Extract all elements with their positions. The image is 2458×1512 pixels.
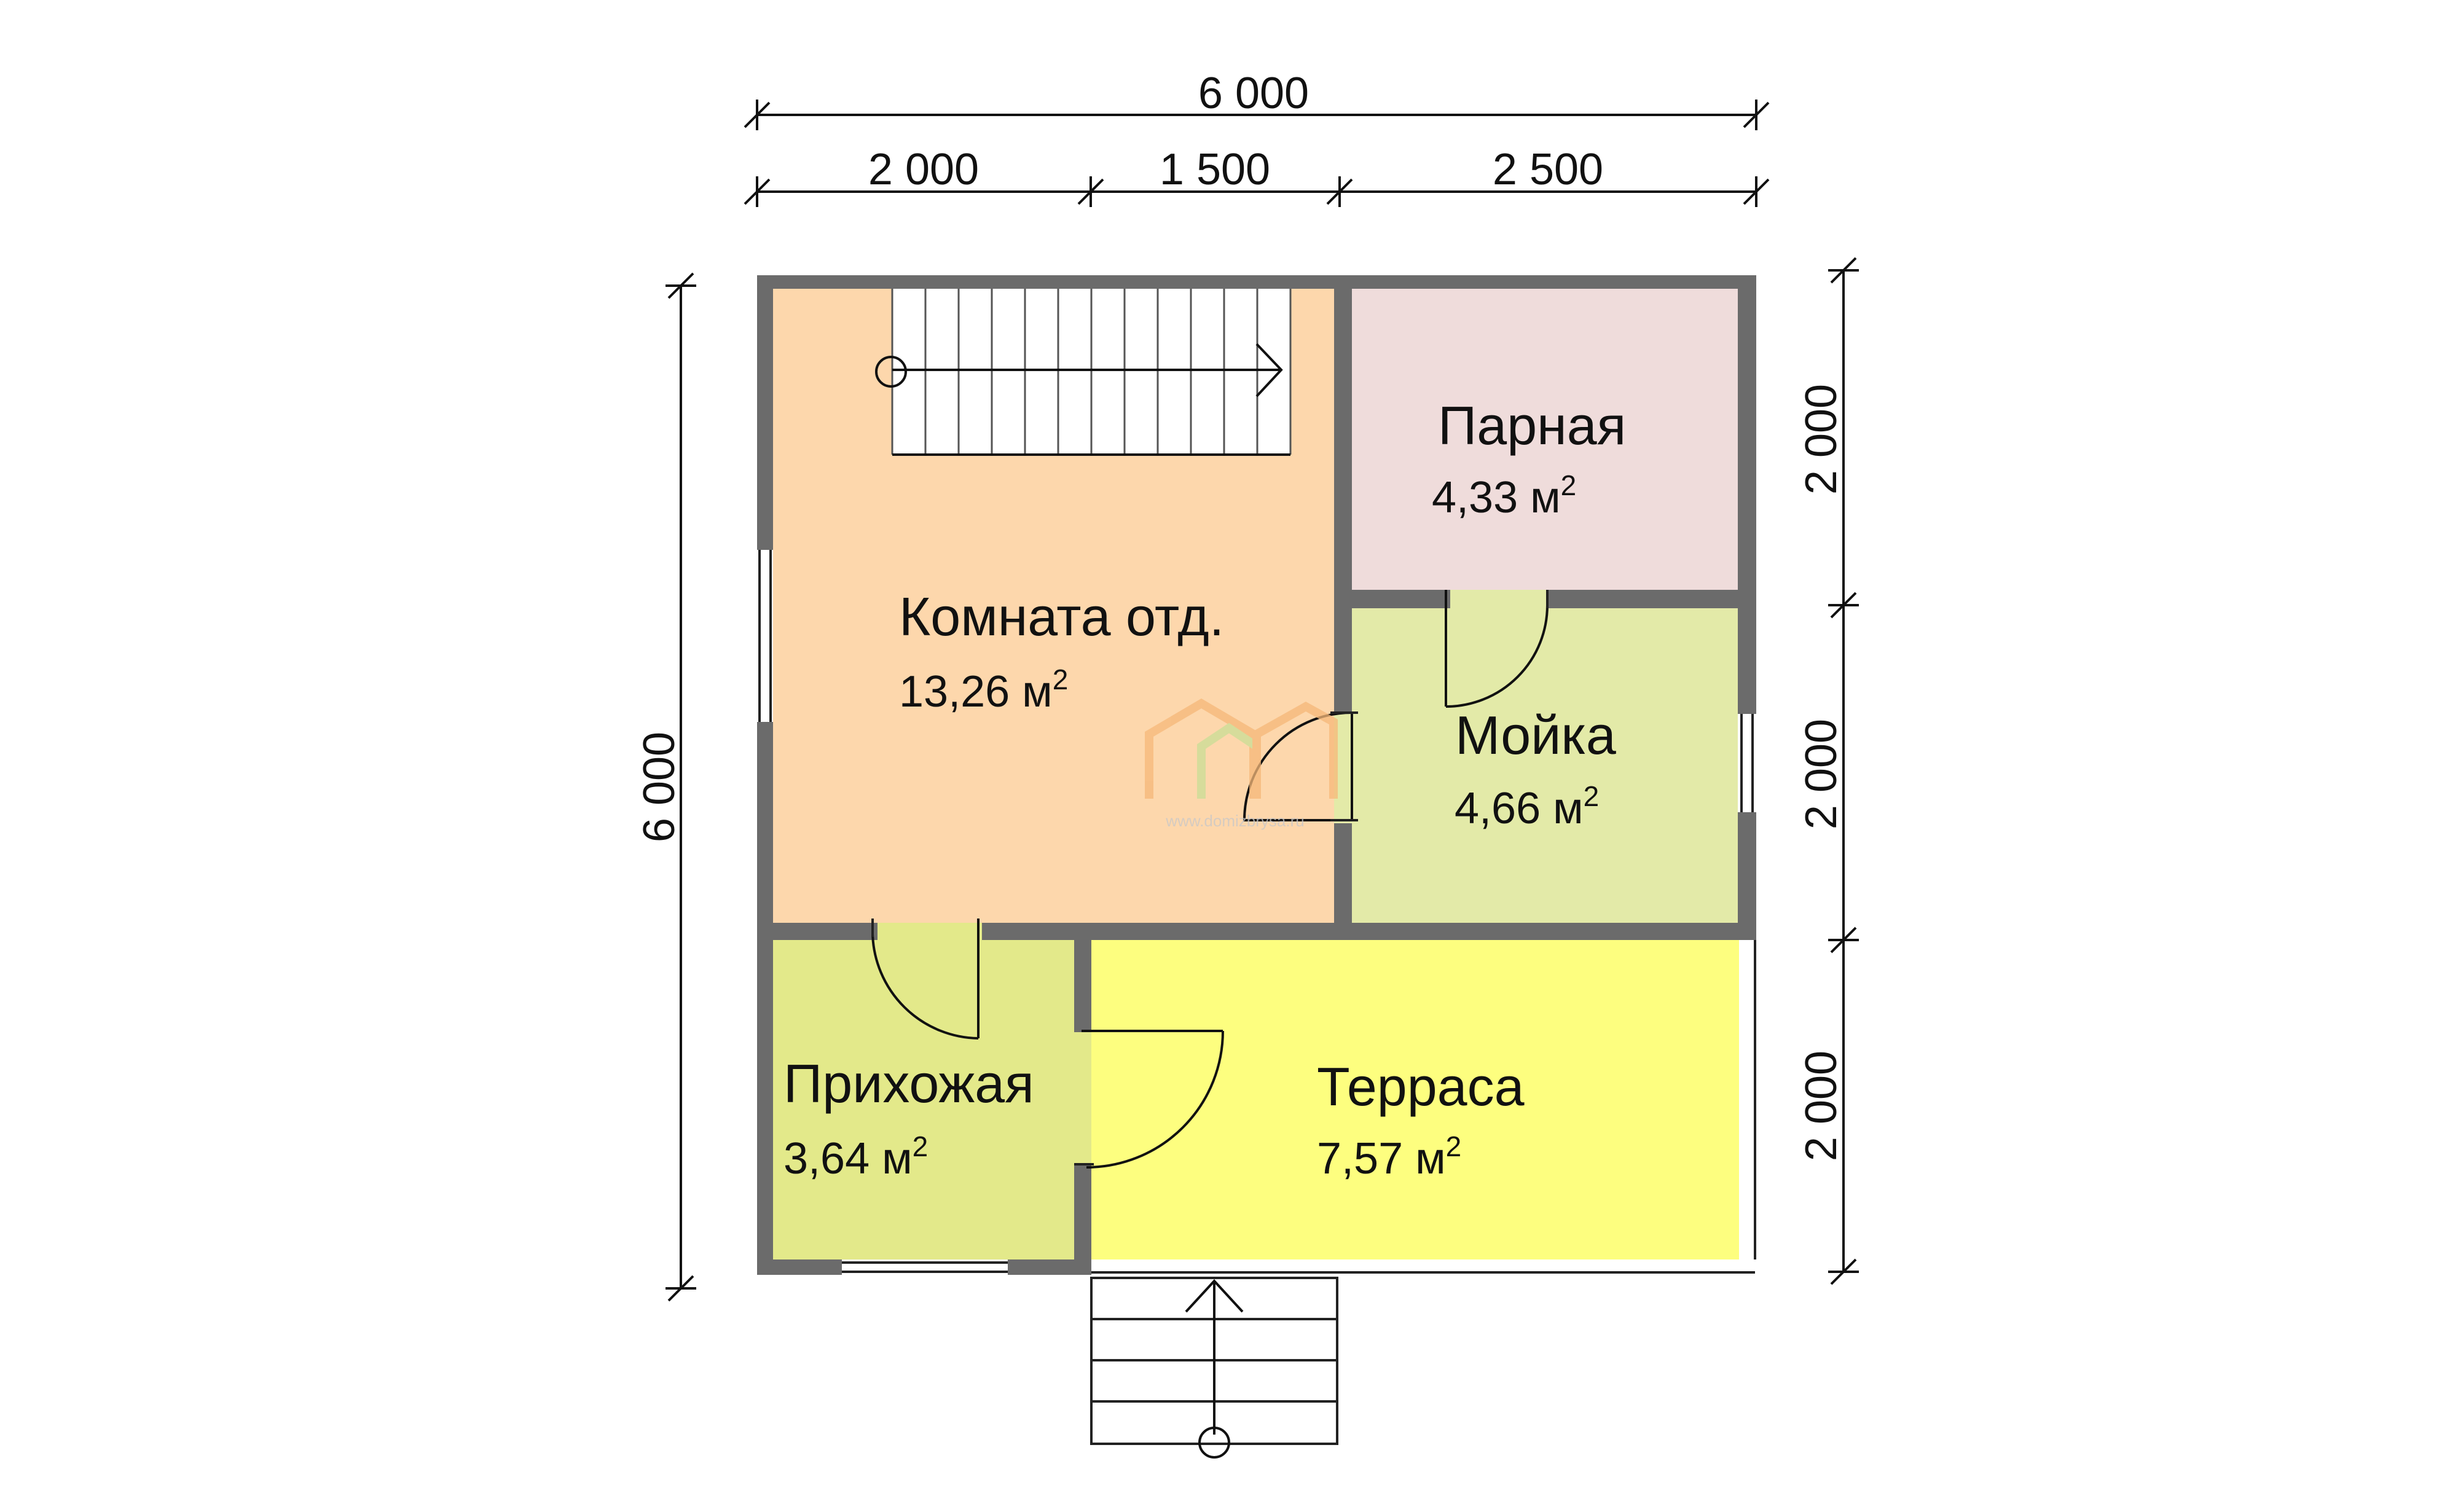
left-total-dimension: 6 000 <box>635 272 696 1302</box>
interior-stairs <box>875 289 1292 456</box>
room-parnaya <box>1352 289 1738 590</box>
top-total-dimension: 6 000 <box>744 69 1770 130</box>
left-total-label: 6 000 <box>635 732 684 842</box>
door-gap-prikhozhaya-terrasa <box>1074 1032 1091 1164</box>
top-segment-2-label: 1 500 <box>1160 145 1270 194</box>
room-area-terrasa: 7,57 м2 <box>1317 1130 1461 1183</box>
logo-house-orange-2 <box>1252 701 1338 799</box>
window-prikhozhaya-bottom <box>842 1259 1008 1275</box>
room-name-moyka: Мойка <box>1455 705 1616 766</box>
room-area-prikhozhaya: 3,64 м2 <box>783 1130 928 1183</box>
label-komnata: Комната отд. 13,26 м2 <box>899 586 1224 716</box>
top-segment-1-label: 2 000 <box>868 145 979 194</box>
door-gap-parnaya-moyka <box>1450 590 1549 608</box>
window-komnata-left <box>757 550 773 722</box>
porch-stairs <box>1090 1277 1338 1459</box>
label-parnaya: Парная 4,33 м2 <box>1432 395 1626 522</box>
top-total-label: 6 000 <box>1198 69 1309 118</box>
room-area-moyka: 4,66 м2 <box>1455 780 1599 833</box>
room-name-prikhozhaya: Прихожая <box>783 1053 1034 1114</box>
label-terrasa: Терраса 7,57 м2 <box>1317 1056 1525 1183</box>
door-gap-komnata-prikhozhaya <box>878 923 982 940</box>
right-segment-1-label: 2 000 <box>1797 384 1846 495</box>
room-moyka <box>1352 608 1738 923</box>
room-area-komnata: 13,26 м2 <box>899 664 1068 716</box>
right-segment-3-label: 2 000 <box>1797 1051 1846 1161</box>
door-prikhozhaya-terrasa <box>1074 1030 1224 1169</box>
door-parnaya-moyka <box>1445 590 1549 708</box>
room-area-parnaya: 4,33 м2 <box>1432 469 1576 522</box>
room-name-komnata: Комната отд. <box>899 586 1224 647</box>
door-komnata-moyka <box>1243 711 1358 821</box>
room-name-parnaya: Парная <box>1438 395 1626 456</box>
label-prikhozhaya: Прихожая 3,64 м2 <box>783 1053 1034 1183</box>
window-moyka-right <box>1738 714 1756 812</box>
door-komnata-prikhozhaya <box>871 919 980 1040</box>
top-segment-dimensions: 2 000 1 500 2 500 <box>744 145 1770 207</box>
label-moyka: Мойка 4,66 м2 <box>1455 705 1616 833</box>
room-name-terrasa: Терраса <box>1317 1056 1525 1117</box>
top-segment-3-label: 2 500 <box>1493 145 1603 194</box>
right-segment-2-label: 2 000 <box>1797 719 1846 829</box>
terrace-open-edge <box>1091 940 1756 1275</box>
watermark-url: www.domizbrysa.ru <box>1165 812 1304 830</box>
room-prikhozhaya <box>773 940 1074 1259</box>
watermark-logo: www.domizbrysa.ru <box>1145 698 1338 830</box>
right-segment-dimensions: 2 000 2 000 2 000 <box>1797 257 1859 1285</box>
